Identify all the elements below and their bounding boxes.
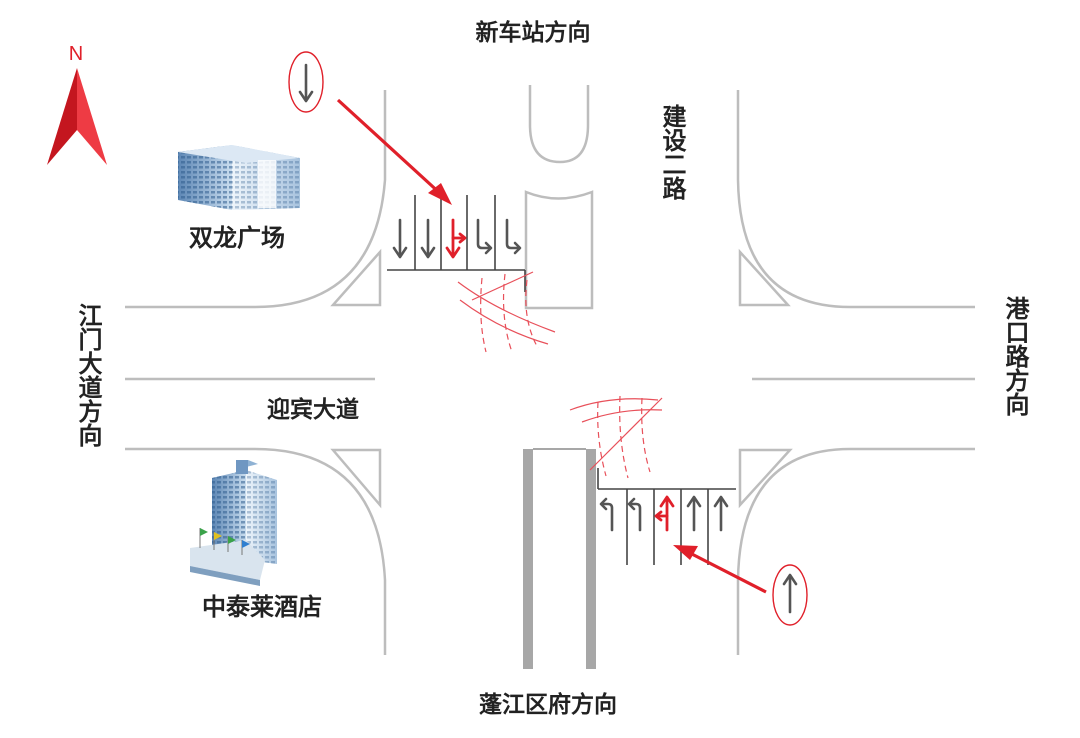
ns-road-name: 建设二路 xyxy=(658,104,686,200)
north-median xyxy=(524,190,594,310)
west-direction-label: 江门大道方向 xyxy=(74,303,102,448)
variable-lane-arrow-icon xyxy=(654,495,675,532)
up-left-turn-arrow-icon xyxy=(627,497,642,532)
straight-down-arrow-icon xyxy=(298,63,314,103)
northbound-callout xyxy=(673,545,808,626)
road-edges xyxy=(125,85,975,655)
straight-down-arrow-icon xyxy=(420,218,436,259)
down-left-turn-arrow-icon xyxy=(476,218,493,255)
variable-lane-arrow-icon xyxy=(445,218,467,259)
down-left-turn-arrow-icon xyxy=(505,218,522,255)
north-compass: N xyxy=(47,43,107,165)
northwest-landmark-name: 双龙广场 xyxy=(189,224,285,252)
northbound-approach xyxy=(569,395,736,565)
straight-up-arrow-icon xyxy=(782,573,798,614)
straight-up-arrow-icon xyxy=(686,495,702,532)
south-median xyxy=(523,448,596,669)
straight-down-arrow-icon xyxy=(392,218,408,259)
south-direction-label: 蓬江区府方向 xyxy=(479,691,617,718)
compass-label: N xyxy=(69,43,83,65)
east-direction-label: 港口路方向 xyxy=(1001,296,1029,417)
southbound-callout xyxy=(288,51,452,205)
ew-road-name: 迎宾大道 xyxy=(267,396,359,423)
corner-islands xyxy=(330,248,793,509)
southwest-landmark-name: 中泰莱酒店 xyxy=(202,593,322,621)
north-direction-label: 新车站方向 xyxy=(476,19,591,46)
compass-arrow-icon xyxy=(47,68,77,165)
straight-up-arrow-icon xyxy=(713,495,729,532)
compass-arrow-shade xyxy=(77,68,107,165)
callout-pointer-icon xyxy=(428,183,452,205)
southbound-approach xyxy=(387,195,556,353)
office-building-icon xyxy=(178,145,300,210)
southbound-left-turn-path xyxy=(457,271,556,353)
northbound-left-turn-path xyxy=(569,395,663,479)
up-left-turn-arrow-icon xyxy=(599,497,614,532)
hotel-tower-icon xyxy=(190,460,277,586)
callout-pointer-icon xyxy=(673,545,698,560)
